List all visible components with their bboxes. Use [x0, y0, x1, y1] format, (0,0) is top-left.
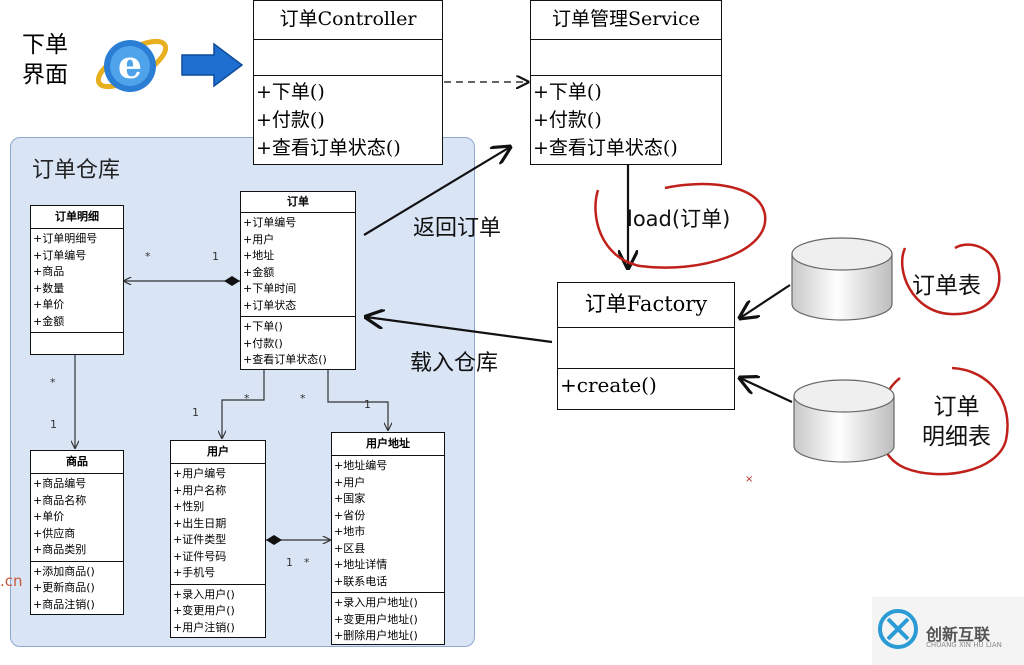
factory-attributes — [558, 328, 734, 369]
order-detail-attributes: +订单明细号+订单编号+商品 +数量+单价+金额 — [31, 229, 123, 333]
multiplicity: * — [304, 556, 310, 569]
svg-text:e: e — [118, 42, 142, 87]
order-detail-title: 订单明细 — [31, 206, 123, 229]
controller-class: 订单Controller +下单() +付款() +查看订单状态() — [253, 0, 443, 165]
return-order-label: 返回订单 — [413, 216, 502, 241]
svg-text:×: × — [745, 474, 753, 485]
service-class: 订单管理Service +下单() +付款() +查看订单状态() — [530, 0, 722, 165]
order-title: 订单 — [241, 192, 355, 213]
service-attributes — [531, 40, 721, 76]
multiplicity: 1 — [192, 406, 199, 419]
logo-icon — [878, 609, 918, 649]
watermark-subtext: CHUANG XIN HU LIAN — [926, 641, 1002, 649]
service-title: 订单管理Service — [531, 1, 721, 40]
order-class: 订单 +订单编号+用户+地址 +金额+下单时间+订单状态 +下单()+付款()+… — [240, 191, 356, 370]
multiplicity: 1 — [50, 418, 57, 431]
ui-label: 下单 界面 — [22, 32, 68, 88]
multiplicity: * — [50, 376, 56, 389]
arrow-right-icon — [181, 42, 244, 88]
multiplicity: 1 — [364, 398, 371, 411]
factory-class: 订单Factory +create() — [557, 282, 735, 410]
controller-operations: +下单() +付款() +查看订单状态() — [256, 81, 401, 159]
multiplicity: * — [300, 392, 306, 405]
user-address-operations: +录入用户地址()+变更用户地址()+删除用户地址() — [334, 596, 418, 642]
order-attributes: +订单编号+用户+地址 +金额+下单时间+订单状态 — [241, 213, 355, 317]
order-table-annotation-circle — [900, 243, 1001, 316]
multiplicity: * — [244, 392, 250, 405]
factory-operations: +create() — [560, 373, 657, 397]
multiplicity: 1 — [286, 556, 293, 569]
user-title: 用户 — [171, 441, 265, 464]
return-order-arrow — [363, 147, 510, 236]
order-table-arrow — [740, 284, 791, 318]
product-class: 商品 +商品编号+商品名称+单价 +供应商+商品类别 +添加商品()+更新商品(… — [30, 450, 124, 615]
internet-explorer-icon: e — [95, 38, 169, 92]
user-attributes: +用户编号+用户名称+性别 +出生日期+证件类型+证件号码 +手机号 — [171, 464, 265, 585]
detail-table-arrow — [740, 378, 793, 403]
product-operations: +添加商品()+更新商品()+商品注销() — [33, 564, 95, 611]
product-title: 商品 — [31, 451, 123, 474]
order-detail-class: 订单明细 +订单明细号+订单编号+商品 +数量+单价+金额 — [30, 205, 124, 355]
order-detail-table-label: 订单 明细表 — [922, 394, 991, 450]
order-user-association — [222, 370, 265, 438]
watermark-fragment: .cn — [0, 572, 23, 590]
load-annotation-circle — [594, 182, 767, 269]
load-call-label: load(订单) — [627, 207, 731, 231]
composition-diamond — [266, 535, 282, 545]
user-operations: +录入用户()+变更用户()+用户注销() — [173, 587, 235, 634]
load-repo-arrow — [366, 317, 553, 344]
order-detail-database-icon — [793, 379, 895, 463]
load-repo-label: 载入仓库 — [410, 351, 499, 376]
user-address-attributes: +地址编号+用户+国家 +省份+地市+区县 +地址详情+联系电话 — [332, 456, 444, 593]
user-class: 用户 +用户编号+用户名称+性别 +出生日期+证件类型+证件号码 +手机号 +录… — [170, 440, 266, 638]
repository-title: 订单仓库 — [32, 158, 121, 183]
factory-title: 订单Factory — [558, 283, 734, 328]
order-operations: +下单()+付款()+查看订单状态() — [243, 320, 327, 366]
multiplicity: 1 — [212, 250, 219, 263]
user-address-title: 用户地址 — [332, 433, 444, 456]
order-table-database-icon — [791, 237, 893, 321]
composition-diamond — [224, 276, 240, 286]
order-detail-operations — [31, 333, 123, 335]
user-address-class: 用户地址 +地址编号+用户+国家 +省份+地市+区县 +地址详情+联系电话 +录… — [331, 432, 445, 645]
product-attributes: +商品编号+商品名称+单价 +供应商+商品类别 — [31, 474, 123, 562]
watermark-text: 创新互联 — [926, 625, 991, 644]
watermark: 创新互联 CHUANG XIN HU LIAN — [872, 597, 1024, 665]
service-operations: +下单() +付款() +查看订单状态() — [533, 81, 678, 159]
controller-title: 订单Controller — [254, 1, 442, 40]
multiplicity: * — [145, 250, 151, 263]
controller-attributes — [254, 40, 442, 76]
order-table-label: 订单表 — [912, 273, 981, 299]
order-address-association — [327, 370, 388, 430]
